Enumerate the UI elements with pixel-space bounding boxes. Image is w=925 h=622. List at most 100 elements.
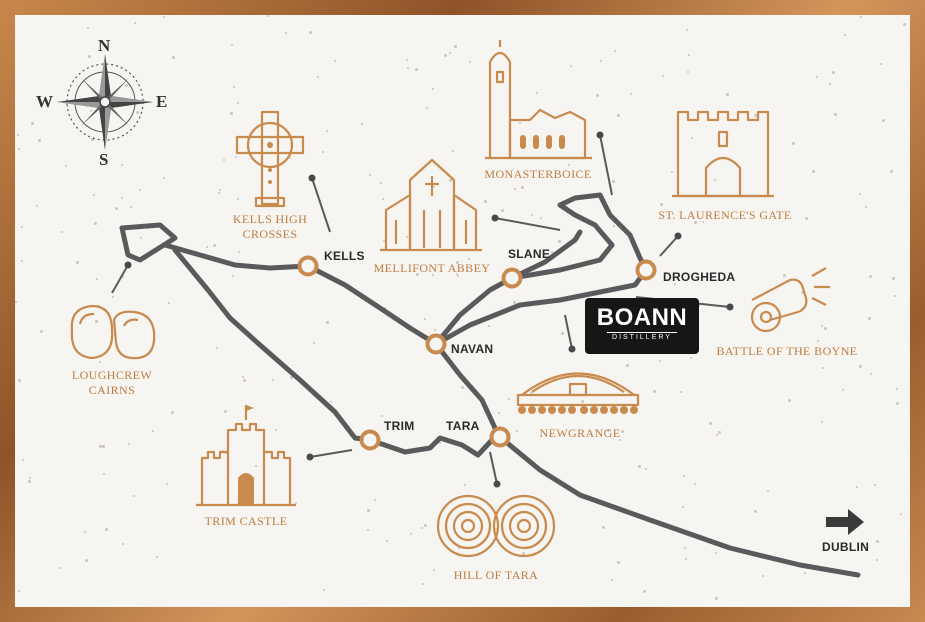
paper-speck xyxy=(166,483,168,485)
paper-speck xyxy=(824,327,827,330)
paper-speck xyxy=(330,401,332,403)
paper-speck xyxy=(626,364,629,367)
paper-speck xyxy=(21,226,23,228)
compass-west: W xyxy=(36,92,53,111)
paper-speck xyxy=(367,509,370,512)
paper-speck xyxy=(834,113,837,116)
paper-speck xyxy=(859,365,862,368)
paper-speck xyxy=(484,200,487,203)
paper-speck xyxy=(792,142,795,145)
node-trim[interactable] xyxy=(359,429,381,451)
paper-speck xyxy=(762,575,764,577)
paper-speck xyxy=(17,134,19,136)
paper-speck xyxy=(317,76,319,78)
paper-speck xyxy=(96,278,98,280)
paper-speck xyxy=(361,123,363,125)
paper-speck xyxy=(643,590,646,593)
paper-speck xyxy=(383,240,385,242)
node-navan[interactable] xyxy=(425,333,447,355)
paper-speck xyxy=(237,198,239,200)
paper-speck xyxy=(530,392,532,394)
paper-speck xyxy=(31,122,34,125)
paper-speck xyxy=(718,431,721,434)
boann-distillery-logo[interactable]: BOANN DISTILLERY xyxy=(585,298,699,354)
paper-speck xyxy=(130,206,132,208)
round-tower-icon xyxy=(485,40,592,160)
site-label-loughcrew-cairns: LOUGHCREW CAIRNS xyxy=(71,368,153,397)
paper-speck xyxy=(892,277,895,280)
paper-speck xyxy=(869,275,872,278)
paper-speck xyxy=(614,50,616,52)
paper-speck xyxy=(102,445,105,448)
paper-speck xyxy=(433,186,435,188)
town-label-kells: KELLS xyxy=(324,249,365,263)
paper-speck xyxy=(432,274,434,276)
paper-speck xyxy=(868,317,871,320)
paper-speck xyxy=(613,225,615,227)
arrow-right-icon xyxy=(826,509,864,535)
paper-speck xyxy=(115,207,118,210)
paper-speck xyxy=(313,342,315,344)
paper-speck xyxy=(709,422,712,425)
paper-speck xyxy=(702,221,704,223)
compass-east: E xyxy=(156,92,168,111)
paper-speck xyxy=(674,283,676,285)
paper-speck xyxy=(416,273,419,276)
paper-speck xyxy=(874,484,876,486)
paper-speck xyxy=(449,179,452,182)
paper-speck xyxy=(508,398,510,400)
paper-speck xyxy=(422,583,424,585)
paper-speck xyxy=(76,261,79,264)
road-slane-branch xyxy=(509,229,583,281)
pointer-monasterboice xyxy=(599,134,613,196)
paper-speck xyxy=(458,547,460,549)
pointer-st-laurence xyxy=(659,235,679,257)
paper-speck xyxy=(38,139,41,142)
paper-speck xyxy=(684,547,686,549)
paper-speck xyxy=(290,376,293,379)
paper-speck xyxy=(671,171,673,173)
paper-speck xyxy=(691,137,693,139)
paper-speck xyxy=(206,246,208,248)
paper-speck xyxy=(386,540,388,542)
paper-speck xyxy=(596,94,599,97)
paper-speck xyxy=(384,307,386,309)
paper-speck xyxy=(272,379,274,381)
paper-speck xyxy=(865,206,867,208)
paper-speck xyxy=(163,177,165,179)
paper-speck xyxy=(285,32,287,34)
paper-speck xyxy=(522,552,525,555)
town-label-slane: SLANE xyxy=(508,247,551,261)
paper-speck xyxy=(424,524,427,527)
paper-speck xyxy=(125,84,128,87)
paper-speck xyxy=(99,445,102,448)
node-kells[interactable] xyxy=(297,255,319,277)
pointer-hill-of-tara xyxy=(489,451,498,485)
paper-speck xyxy=(612,180,615,183)
paper-speck xyxy=(242,376,244,378)
paper-speck xyxy=(607,429,610,432)
paper-speck xyxy=(662,75,664,77)
paper-speck xyxy=(882,119,885,122)
node-drogheda[interactable] xyxy=(635,259,657,281)
paper-speck xyxy=(680,391,682,393)
node-slane[interactable] xyxy=(501,267,523,289)
paper-speck xyxy=(444,54,447,57)
paper-speck xyxy=(816,76,818,78)
paper-speck xyxy=(716,434,718,436)
paper-speck xyxy=(218,192,220,194)
paper-speck xyxy=(424,318,426,320)
paper-speck xyxy=(540,217,542,219)
paper-speck xyxy=(103,473,105,475)
paper-speck xyxy=(380,182,382,184)
paper-speck xyxy=(438,441,441,444)
node-tara[interactable] xyxy=(489,426,511,448)
paper-speck xyxy=(421,527,423,529)
paper-speck xyxy=(715,552,717,554)
paper-speck xyxy=(65,165,67,167)
paper-speck xyxy=(94,222,97,225)
paper-speck xyxy=(382,198,384,200)
paper-speck xyxy=(611,579,613,581)
paper-speck xyxy=(513,301,516,304)
